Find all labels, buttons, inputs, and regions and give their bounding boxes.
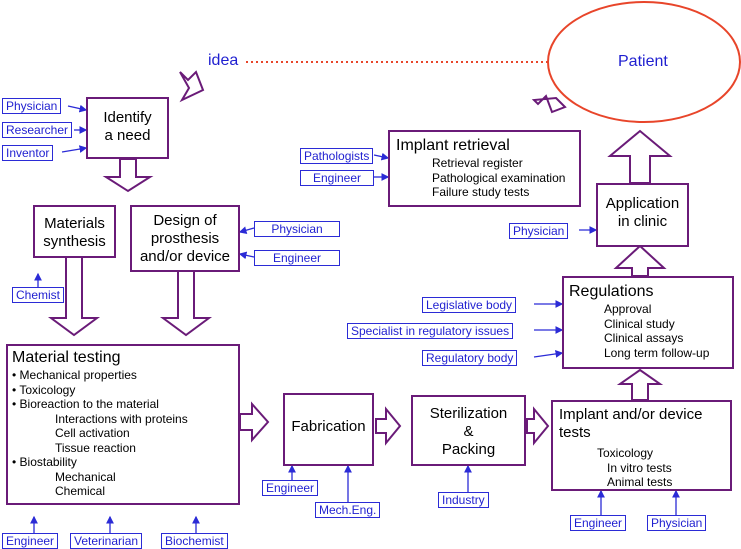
synthesis-down-arrow xyxy=(47,256,101,337)
design-line1: Design of xyxy=(153,212,217,229)
identify-line2: a need xyxy=(104,127,151,144)
tests-up-arrow xyxy=(616,368,664,401)
implant-tests-input-engineer: Engineer xyxy=(570,515,627,531)
fabrication-label: Fabrication xyxy=(291,418,366,435)
retrieval-title: Implant retrieval xyxy=(396,137,510,154)
design-input-physician: Physician xyxy=(254,221,340,237)
testing-input-veterinarian: Veterinarian xyxy=(70,533,143,549)
patient-ellipse xyxy=(547,1,741,123)
application-clinic-box: Application in clinic xyxy=(596,183,689,247)
synthesis-input-chemist: Chemist xyxy=(12,287,65,303)
regulations-up-arrow xyxy=(613,244,667,277)
regulations-input-legislative: Legislative body xyxy=(422,297,517,313)
testing-item-mechanical: • Mechanical properties xyxy=(12,368,137,382)
design-prosthesis-box: Design of prosthesis and/or device xyxy=(130,205,240,272)
design-line3: and/or device xyxy=(139,248,231,265)
testing-input-biochemist: Biochemist xyxy=(161,533,228,549)
testing-item-proteins: Interactions with proteins xyxy=(55,411,188,426)
synthesis-line2: synthesis xyxy=(43,233,106,250)
application-line2: in clinic xyxy=(617,213,668,230)
testing-to-fabrication-arrow xyxy=(239,401,270,443)
testing-item-biostability: • Biostability xyxy=(12,455,77,469)
idea-label: idea xyxy=(208,52,239,69)
regulations-input-regulatory: Regulatory body xyxy=(422,350,518,366)
retrieval-item-failure: Failure study tests xyxy=(432,185,530,199)
regulations-item-assays: Clinical assays xyxy=(604,331,684,345)
implant-tests-item-invitro: In vitro tests xyxy=(607,460,672,475)
testing-item-chemical: Chemical xyxy=(55,484,106,498)
materials-synthesis-box: Materials synthesis xyxy=(33,205,116,258)
application-up-arrow xyxy=(607,129,673,184)
material-testing-title: Material testing xyxy=(12,349,121,366)
implant-tests-line2: tests xyxy=(559,424,591,441)
identify-line1: Identify xyxy=(103,109,152,126)
application-line1: Application xyxy=(605,195,680,212)
regulations-input-specialist: Specialist in regulatory issues xyxy=(347,323,514,339)
sterilization-line3: Packing xyxy=(441,441,496,458)
fabrication-to-sterilization-arrow xyxy=(375,406,402,446)
material-testing-box: Material testing • Mechanical properties… xyxy=(6,344,240,505)
sterilization-line1: Sterilization xyxy=(429,405,508,422)
patient-label: Patient xyxy=(618,53,668,70)
testing-item-cell: Cell activation xyxy=(55,426,130,440)
idea-to-identify-arrow xyxy=(179,70,205,103)
implant-tests-item-toxicology: Toxicology xyxy=(597,446,654,460)
patient-to-retrieval-arrow xyxy=(531,94,567,114)
input-arrows xyxy=(30,104,680,533)
retrieval-item-pathological: Pathological examination xyxy=(432,170,566,185)
fabrication-input-engineer: Engineer xyxy=(262,480,319,496)
implant-tests-box: Implant and/or device tests Toxicology I… xyxy=(551,400,732,491)
design-down-arrow xyxy=(159,270,213,337)
regulations-item-followup: Long term follow-up xyxy=(604,345,710,360)
testing-item-toxicology: • Toxicology xyxy=(12,382,76,397)
identify-down-arrow xyxy=(102,158,154,193)
identify-input-inventor: Inventor xyxy=(2,145,54,161)
regulations-title: Regulations xyxy=(569,283,654,300)
sterilization-box: Sterilization & Packing xyxy=(411,395,526,466)
application-input-physician: Physician xyxy=(509,223,569,239)
implant-tests-item-animal: Animal tests xyxy=(607,475,673,489)
fabrication-box: Fabrication xyxy=(283,393,374,466)
regulations-box: Regulations Approval Clinical study Clin… xyxy=(562,276,734,369)
testing-item-tissue: Tissue reaction xyxy=(55,440,136,455)
regulations-item-study: Clinical study xyxy=(604,316,675,331)
regulations-item-approval: Approval xyxy=(604,302,652,316)
design-input-engineer: Engineer xyxy=(254,250,340,266)
implant-tests-input-physician: Physician xyxy=(647,515,707,531)
implant-retrieval-box: Implant retrieval Retrieval register Pat… xyxy=(388,130,581,207)
identify-input-researcher: Researcher xyxy=(2,122,73,138)
retrieval-input-engineer: Engineer xyxy=(300,170,374,186)
testing-item-mech: Mechanical xyxy=(55,469,116,484)
retrieval-item-register: Retrieval register xyxy=(432,156,523,170)
identify-need-box: Identify a need xyxy=(86,97,169,159)
sterilization-to-tests-arrow xyxy=(526,406,550,446)
implant-tests-line1: Implant and/or device xyxy=(559,406,703,423)
testing-item-bioreaction: • Bioreaction to the material xyxy=(12,397,159,411)
retrieval-input-pathologists: Pathologists xyxy=(300,148,374,164)
fabrication-input-mecheng: Mech.Eng. xyxy=(315,502,381,518)
sterilization-input-industry: Industry xyxy=(438,492,489,508)
identify-input-physician: Physician xyxy=(2,98,62,114)
sterilization-line2: & xyxy=(463,423,474,440)
testing-input-engineer: Engineer xyxy=(2,533,59,549)
synthesis-line1: Materials xyxy=(44,215,105,232)
design-line2: prosthesis xyxy=(150,230,220,247)
